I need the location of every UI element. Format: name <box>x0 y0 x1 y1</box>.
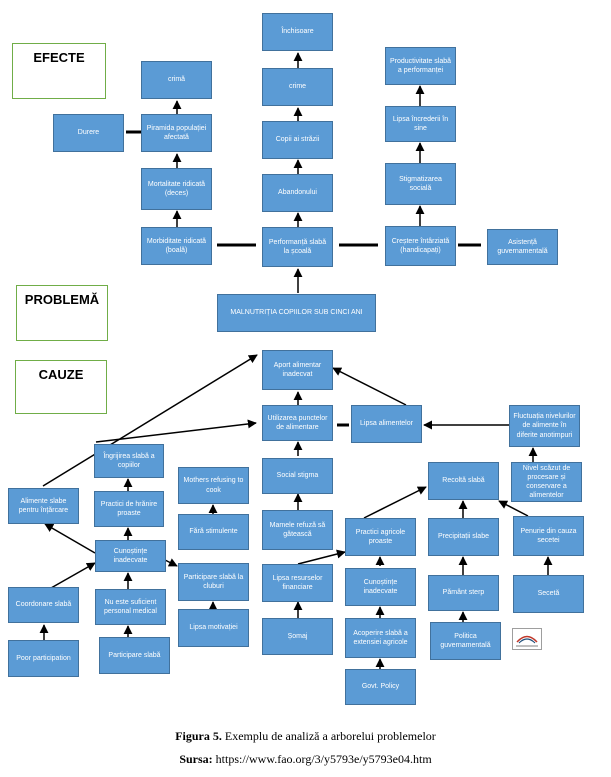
node-cunostinte-left: Cunoștințe inadecvate <box>95 540 166 572</box>
node-crime-top: crime <box>262 68 333 106</box>
problem-label: PROBLEMĂ <box>16 285 108 341</box>
node-lipsa-incredere: Lipsa încrederii în sine <box>385 106 456 142</box>
node-lipsa-resurse: Lipsa resurselor financiare <box>262 564 333 602</box>
node-alimente-slabe: Alimente slabe pentru înțărcare <box>8 488 79 524</box>
node-social-stigma: Social stigma <box>262 458 333 494</box>
node-utilizarea: Utilizarea punctelor de alimentare <box>262 405 333 441</box>
figure-text: Exemplu de analiză a arborelui problemel… <box>221 729 436 743</box>
node-crima-left: crimă <box>141 61 212 99</box>
node-govt-policy: Govt. Policy <box>345 669 416 705</box>
node-mortalitate: Mortalitate ridicată (deces) <box>141 168 212 210</box>
node-fluctuatia: Fluctuația nivelurilor de alimente în di… <box>509 405 580 447</box>
node-morbiditate: Morbiditate ridicată (boală) <box>141 227 212 265</box>
effects-label: EFECTE <box>12 43 106 99</box>
figure-label: Figura 5. <box>175 729 222 743</box>
node-performanta: Performanță slabă la școală <box>262 227 333 267</box>
node-participare-cluburi: Participare slabă la cluburi <box>178 563 249 601</box>
node-pamant: Pământ sterp <box>428 575 499 611</box>
source-label: Sursa: <box>179 752 213 766</box>
node-recolta: Recoltă slabă <box>428 462 499 500</box>
node-crestere-intarziata: Creștere întârziată (handicapați) <box>385 226 456 266</box>
chart-thumbnail-icon <box>512 628 542 650</box>
node-stigmatizare: Stigmatizarea socială <box>385 163 456 205</box>
node-seceta: Secetă <box>513 575 584 613</box>
causes-label: CAUZE <box>15 360 107 414</box>
node-productivitate: Productivitate slabă a performanței <box>385 47 456 85</box>
node-cunostinte-mid: Cunoștințe inadecvate <box>345 568 416 606</box>
node-poor-participation: Poor participation <box>8 640 79 677</box>
node-durere: Durere <box>53 114 124 152</box>
node-mamele-refuza: Mamele refuză să gătească <box>262 510 333 550</box>
node-acoperire: Acoperire slabă a extensiei agricole <box>345 618 416 658</box>
node-copii-strazi: Copii ai străzii <box>262 121 333 159</box>
node-practici-hranire: Practici de hrănire proaste <box>94 491 164 527</box>
node-participare-slaba: Participare slabă <box>99 637 170 674</box>
node-politica: Politica guvernamentală <box>430 622 501 660</box>
node-asistenta: Asistență guvernamentală <box>487 229 558 265</box>
node-precipitatii: Precipitații slabe <box>428 518 499 556</box>
node-nu-este: Nu este suficient personal medical <box>95 589 166 625</box>
source-caption: Sursa: https://www.fao.org/3/y5793e/y579… <box>0 752 611 767</box>
node-lipsa-alimentelor: Lipsa alimentelor <box>351 405 422 443</box>
node-nivel-scazut: Nivel scăzut de procesare și conservare … <box>511 462 582 502</box>
node-abandonului: Abandonului <box>262 174 333 212</box>
source-text: https://www.fao.org/3/y5793e/y5793e04.ht… <box>212 752 432 766</box>
node-aport: Aport alimentar inadecvat <box>262 350 333 390</box>
node-ingrijirea: Îngrijirea slabă a copiilor <box>94 444 164 478</box>
node-penurie: Penurie din cauza secetei <box>513 516 584 556</box>
node-malnutritie: MALNUTRIȚIA COPIILOR SUB CINCI ANI <box>217 294 376 332</box>
figure-caption: Figura 5. Exemplu de analiză a arborelui… <box>0 729 611 744</box>
node-fara-stimulente: Fără stimulente <box>178 514 249 550</box>
node-mothers: Mothers refusing to cook <box>178 467 249 504</box>
node-coordonare: Coordonare slabă <box>8 587 79 623</box>
node-inchisoare: Închisoare <box>262 13 333 51</box>
node-lipsa-motivatiei: Lipsa motivației <box>178 609 249 647</box>
node-somaj: Șomaj <box>262 618 333 655</box>
node-practici-agricole: Practici agricole proaste <box>345 518 416 556</box>
node-piramida: Piramida populației afectată <box>141 114 212 152</box>
